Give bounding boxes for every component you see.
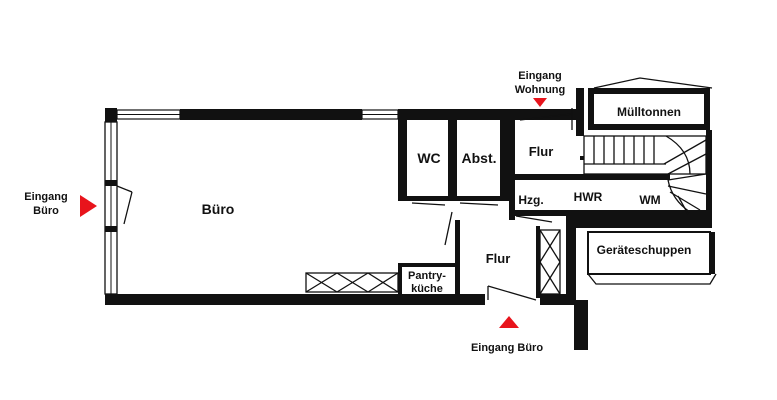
interior-walls: [398, 88, 712, 298]
room-label-abst: Abst.: [462, 150, 497, 166]
entrance-label-buero-side-2: Büro: [33, 205, 59, 217]
staircase: [580, 135, 707, 213]
room-label-wc: WC: [417, 150, 440, 166]
roof-outline: [593, 77, 713, 89]
room-label-flur-lower: Flur: [486, 251, 511, 266]
red-triangle-icon: [80, 195, 97, 217]
room-label-hwr: HWR: [574, 190, 603, 204]
room-label-wm: WM: [639, 193, 660, 207]
outer-walls: [104, 108, 710, 350]
doors: [116, 108, 689, 301]
entrance-label-wohnung-2: Wohnung: [515, 84, 566, 96]
red-triangle-icon: [533, 98, 547, 107]
room-label-hzg: Hzg.: [518, 193, 543, 207]
room-label-geraeteschuppen: Geräteschuppen: [597, 243, 692, 257]
shed-roof: [587, 273, 717, 285]
room-label-muelltonnen: Mülltonnen: [617, 105, 681, 119]
room-label-buero: Büro: [202, 201, 235, 217]
pantry-counter: [305, 272, 399, 293]
entrance-label-buero-side-1: Eingang: [24, 191, 67, 203]
entrance-label-buero-bottom: Eingang Büro: [471, 342, 543, 354]
room-label-pantry-1: Pantry-: [408, 270, 446, 282]
room-label-flur-upper: Flur: [529, 144, 554, 159]
entrance-label-wohnung-1: Eingang: [518, 70, 561, 82]
room-label-pantry-2: küche: [411, 283, 443, 295]
red-triangle-icon: [499, 316, 519, 328]
storage-cabinet: [539, 229, 561, 295]
